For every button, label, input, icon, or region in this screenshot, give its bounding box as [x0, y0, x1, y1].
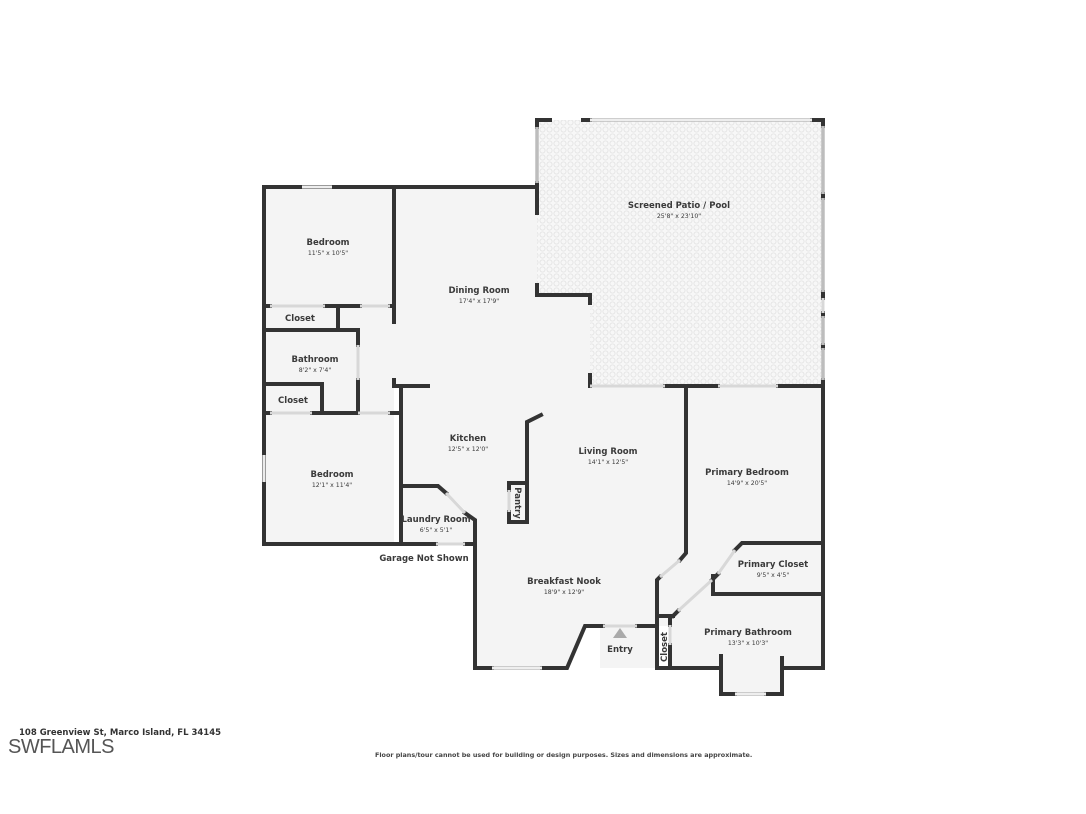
room-name: Bathroom	[291, 355, 338, 365]
room-name: Closet	[278, 396, 308, 406]
entry-arrow-icon	[613, 628, 627, 638]
label-dining-room: Dining Room 17'4" x 17'9"	[448, 286, 509, 305]
room-name: Pantry	[512, 487, 522, 519]
room-dims: 14'9" x 20'5"	[727, 480, 767, 487]
room-name: Breakfast Nook	[527, 577, 601, 587]
room-name: Kitchen	[450, 434, 486, 444]
label-screened-patio: Screened Patio / Pool 25'8" x 23'10"	[628, 201, 730, 220]
room-labels: Bedroom 11'5" x 10'5" Closet Bathroom 8'…	[278, 201, 808, 662]
room-dims: 25'8" x 23'10"	[657, 213, 701, 220]
wall-left-outer	[262, 185, 539, 546]
label-bedroom-3: Bedroom 12'1" x 11'4"	[310, 470, 353, 489]
room-dims: 17'4" x 17'9"	[459, 298, 499, 305]
garage-note: Garage Not Shown	[379, 554, 468, 564]
room-dims: 18'9" x 12'9"	[544, 589, 584, 596]
room-dims: 8'2" x 7'4"	[299, 367, 332, 374]
label-bedroom-2: Bedroom 11'5" x 10'5"	[306, 238, 349, 257]
label-primary-bedroom: Primary Bedroom 14'9" x 20'5"	[705, 468, 789, 487]
windows	[262, 118, 825, 696]
room-dims: 14'1" x 12'5"	[588, 459, 628, 466]
room-dims: 13'3" x 10'3"	[728, 640, 768, 647]
label-closet-3: Closet	[660, 632, 670, 662]
label-pantry: Pantry	[512, 487, 522, 519]
label-bathroom: Bathroom 8'2" x 7'4"	[291, 355, 338, 374]
floor-fills	[264, 120, 823, 694]
label-primary-closet: Primary Closet 9'5" x 4'5"	[738, 560, 809, 579]
walls	[262, 118, 825, 696]
room-name: Primary Closet	[738, 560, 809, 570]
room-name: Living Room	[579, 447, 638, 457]
brand-watermark: SWFLAMLS	[8, 736, 115, 758]
label-closet-1: Closet	[285, 314, 315, 324]
room-dims: 6'5" x 5'1"	[420, 527, 453, 534]
disclaimer: Floor plans/tour cannot be used for buil…	[375, 751, 753, 759]
label-kitchen: Kitchen 12'5" x 12'0"	[448, 434, 488, 453]
entry-label: Entry	[607, 645, 633, 655]
label-laundry-room: Laundry Room 6'5" x 5'1"	[401, 515, 470, 534]
room-name: Dining Room	[448, 286, 509, 296]
room-name: Primary Bathroom	[704, 628, 792, 638]
label-living-room: Living Room 14'1" x 12'5"	[579, 447, 638, 466]
property-address: 108 Greenview St, Marco Island, FL 34145	[19, 728, 222, 738]
room-dims: 12'5" x 12'0"	[448, 446, 488, 453]
room-name: Closet	[660, 632, 670, 662]
label-primary-bathroom: Primary Bathroom 13'3" x 10'3"	[704, 628, 792, 647]
patio-tile-floor	[537, 120, 823, 386]
openings	[270, 298, 825, 645]
room-name: Laundry Room	[401, 515, 470, 525]
room-name: Screened Patio / Pool	[628, 201, 730, 211]
room-dims: 12'1" x 11'4"	[312, 482, 352, 489]
room-dims: 9'5" x 4'5"	[757, 572, 790, 579]
label-breakfast-nook: Breakfast Nook 18'9" x 12'9"	[527, 577, 601, 596]
room-dims: 11'5" x 10'5"	[308, 250, 348, 257]
label-closet-2: Closet	[278, 396, 308, 406]
room-name: Bedroom	[306, 238, 349, 248]
room-name: Closet	[285, 314, 315, 324]
room-name: Bedroom	[310, 470, 353, 480]
room-name: Primary Bedroom	[705, 468, 789, 478]
